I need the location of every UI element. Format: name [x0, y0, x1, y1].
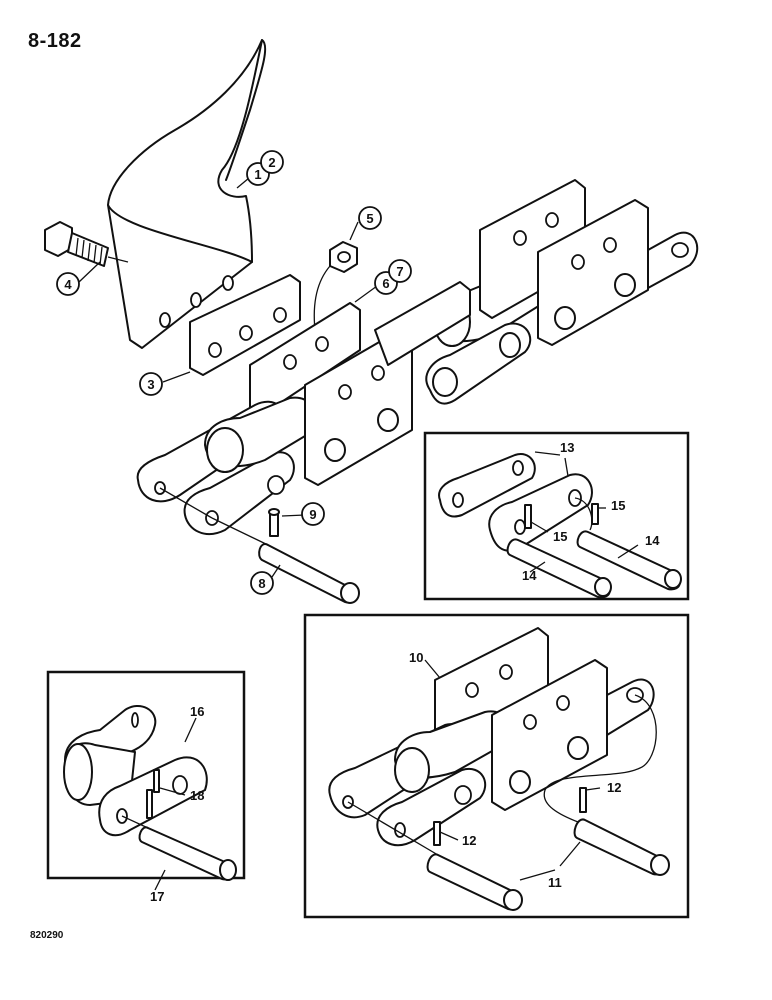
inset-offset-link-assembly: [423, 431, 690, 601]
callout-2: 2: [260, 150, 284, 174]
attachment-plate-right-front: [537, 199, 649, 346]
callout-3: 3: [139, 372, 163, 396]
svg-text:6: 6: [382, 276, 389, 291]
inset-connecting-link-assembly: [46, 670, 246, 891]
svg-text:7: 7: [396, 264, 403, 279]
callout-15-left: 15: [553, 529, 567, 544]
callout-11: 11: [548, 875, 562, 890]
svg-text:8: 8: [258, 576, 265, 591]
callout-8: 8: [250, 571, 274, 595]
chain-tooth: [107, 39, 267, 349]
callout-17: 17: [150, 889, 164, 904]
svg-text:3: 3: [147, 377, 154, 392]
attachment-link-plate: [189, 274, 301, 376]
outer-link-right: [647, 231, 699, 289]
connecting-pin: [159, 487, 360, 604]
callout-12-right: 12: [607, 780, 621, 795]
callout-15-right: 15: [611, 498, 625, 513]
callout-10: 10: [409, 650, 423, 665]
callout-16: 16: [190, 704, 204, 719]
svg-text:1: 1: [254, 167, 261, 182]
callout-13: 13: [560, 440, 574, 455]
callout-12-left: 12: [462, 833, 476, 848]
inner-links-middle: [374, 281, 532, 405]
inset-attachment-link-assembly: [303, 613, 690, 919]
svg-text:4: 4: [64, 277, 72, 292]
svg-text:5: 5: [366, 211, 373, 226]
callout-18: 18: [190, 788, 204, 803]
drawing-code: 820290: [30, 930, 64, 941]
callout-4: 4: [56, 272, 80, 296]
svg-text:9: 9: [309, 507, 316, 522]
svg-text:2: 2: [268, 155, 275, 170]
callout-9: 9: [301, 502, 325, 526]
main-chain-assembly: [44, 39, 699, 604]
callout-14-right: 14: [645, 533, 660, 548]
cotter-pin: [268, 508, 280, 537]
bolt: [44, 221, 129, 267]
callout-14-left: 14: [522, 568, 537, 583]
page-number: 8-182: [28, 30, 82, 52]
callout-7: 7: [388, 259, 412, 283]
callout-5: 5: [358, 206, 382, 230]
